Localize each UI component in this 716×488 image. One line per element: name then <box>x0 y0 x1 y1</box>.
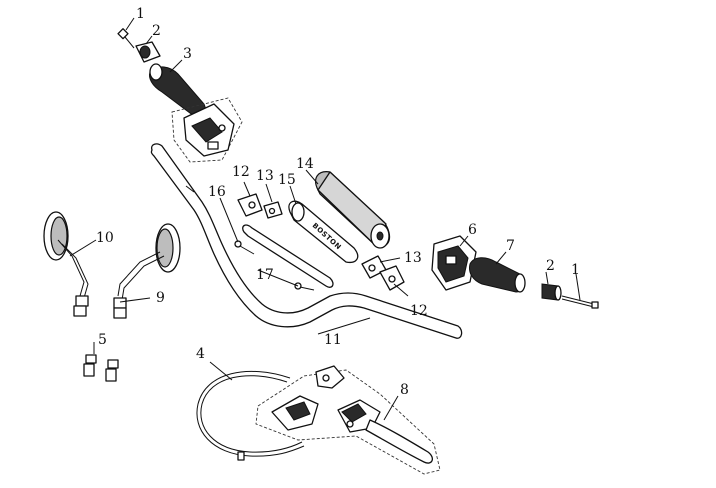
callout-1-top: 1 <box>136 6 145 22</box>
throttle-grip <box>469 257 526 293</box>
callout-17: 17 <box>256 267 274 283</box>
brake-lever <box>337 399 433 464</box>
callout-6: 6 <box>468 222 477 238</box>
clutch-cable <box>196 370 305 461</box>
callout-16: 16 <box>208 184 226 200</box>
callout-13-top: 13 <box>256 168 274 184</box>
crossbar-bolt-lower <box>294 282 315 291</box>
callout-9: 9 <box>156 290 165 306</box>
callout-5: 5 <box>98 332 107 348</box>
callout-7: 7 <box>506 238 515 254</box>
crossbar-bar <box>242 224 334 288</box>
callout-1-right: 1 <box>571 262 580 278</box>
left-bar-end-weight <box>135 41 161 63</box>
right-bar-end-weight <box>541 283 562 301</box>
callout-12-bottom: 12 <box>410 303 428 319</box>
callout-15: 15 <box>278 172 296 188</box>
callout-2-top: 2 <box>152 23 161 39</box>
mirror-adapter-left <box>83 354 97 377</box>
callout-13-right: 13 <box>404 250 422 266</box>
right-mirror <box>113 223 181 319</box>
crossbar-clamp-cap-left <box>263 201 283 219</box>
callout-2-right: 2 <box>546 258 555 274</box>
right-bar-end-bolt <box>561 295 599 309</box>
right-switch-housing <box>431 235 477 291</box>
left-switch-housing <box>171 97 243 163</box>
crossbar-clamp-cap-right <box>379 265 405 291</box>
callout-14: 14 <box>296 156 314 172</box>
crossbar-bolt-upper <box>234 240 255 255</box>
leader-lines <box>69 17 581 421</box>
mirror-adapter-right <box>105 359 119 382</box>
lever-assembly-outline <box>255 369 441 475</box>
handlebar <box>150 143 463 339</box>
callout-8: 8 <box>400 382 409 398</box>
crossbar-pad <box>315 171 391 249</box>
master-cylinder <box>271 365 345 431</box>
left-mirror <box>43 211 89 317</box>
callout-4: 4 <box>196 346 205 362</box>
callout-12-top: 12 <box>232 164 250 180</box>
callout-11: 11 <box>324 332 342 348</box>
crossbar-clamp-left <box>237 193 263 217</box>
callout-10: 10 <box>96 230 114 246</box>
left-bar-end-bolt <box>117 28 135 49</box>
left-grip <box>149 63 206 117</box>
callout-3: 3 <box>183 46 192 62</box>
